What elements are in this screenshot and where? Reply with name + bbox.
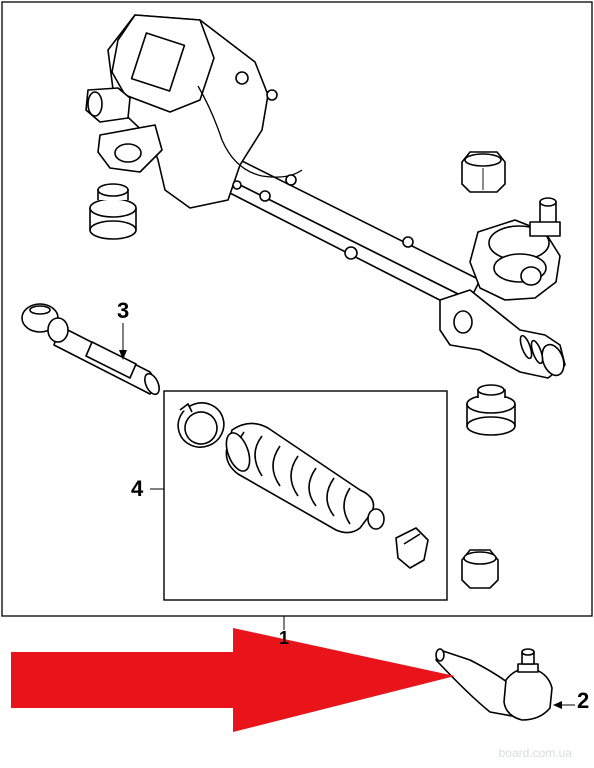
- callout-4-label: 4: [131, 476, 144, 501]
- mount-bushing-left-icon: [89, 183, 137, 240]
- clamp-ring-icon: [177, 402, 225, 448]
- callout-3-label: 3: [117, 298, 130, 323]
- inner-tie-rod-icon: [21, 303, 160, 396]
- outer-tie-rod-end-icon: [435, 648, 553, 721]
- callout-3-arrowhead: [119, 350, 127, 360]
- bellows-boot-icon: [225, 422, 385, 534]
- mount-bushing-right-icon: [466, 384, 516, 436]
- watermark: board.com.ua: [498, 746, 572, 760]
- hex-nut-lower-icon: [461, 549, 499, 589]
- hex-nut-upper-icon: [461, 151, 506, 193]
- callout-1-label: 1: [279, 628, 290, 648]
- red-arrow-icon: [11, 628, 455, 732]
- callout-2-label: 2: [577, 688, 590, 713]
- steering-rack-assembly-icon: [85, 14, 566, 379]
- boot-clip-icon: [395, 527, 429, 569]
- callout-2-arrowhead: [553, 701, 562, 709]
- diagram-frame: [1, 1, 593, 617]
